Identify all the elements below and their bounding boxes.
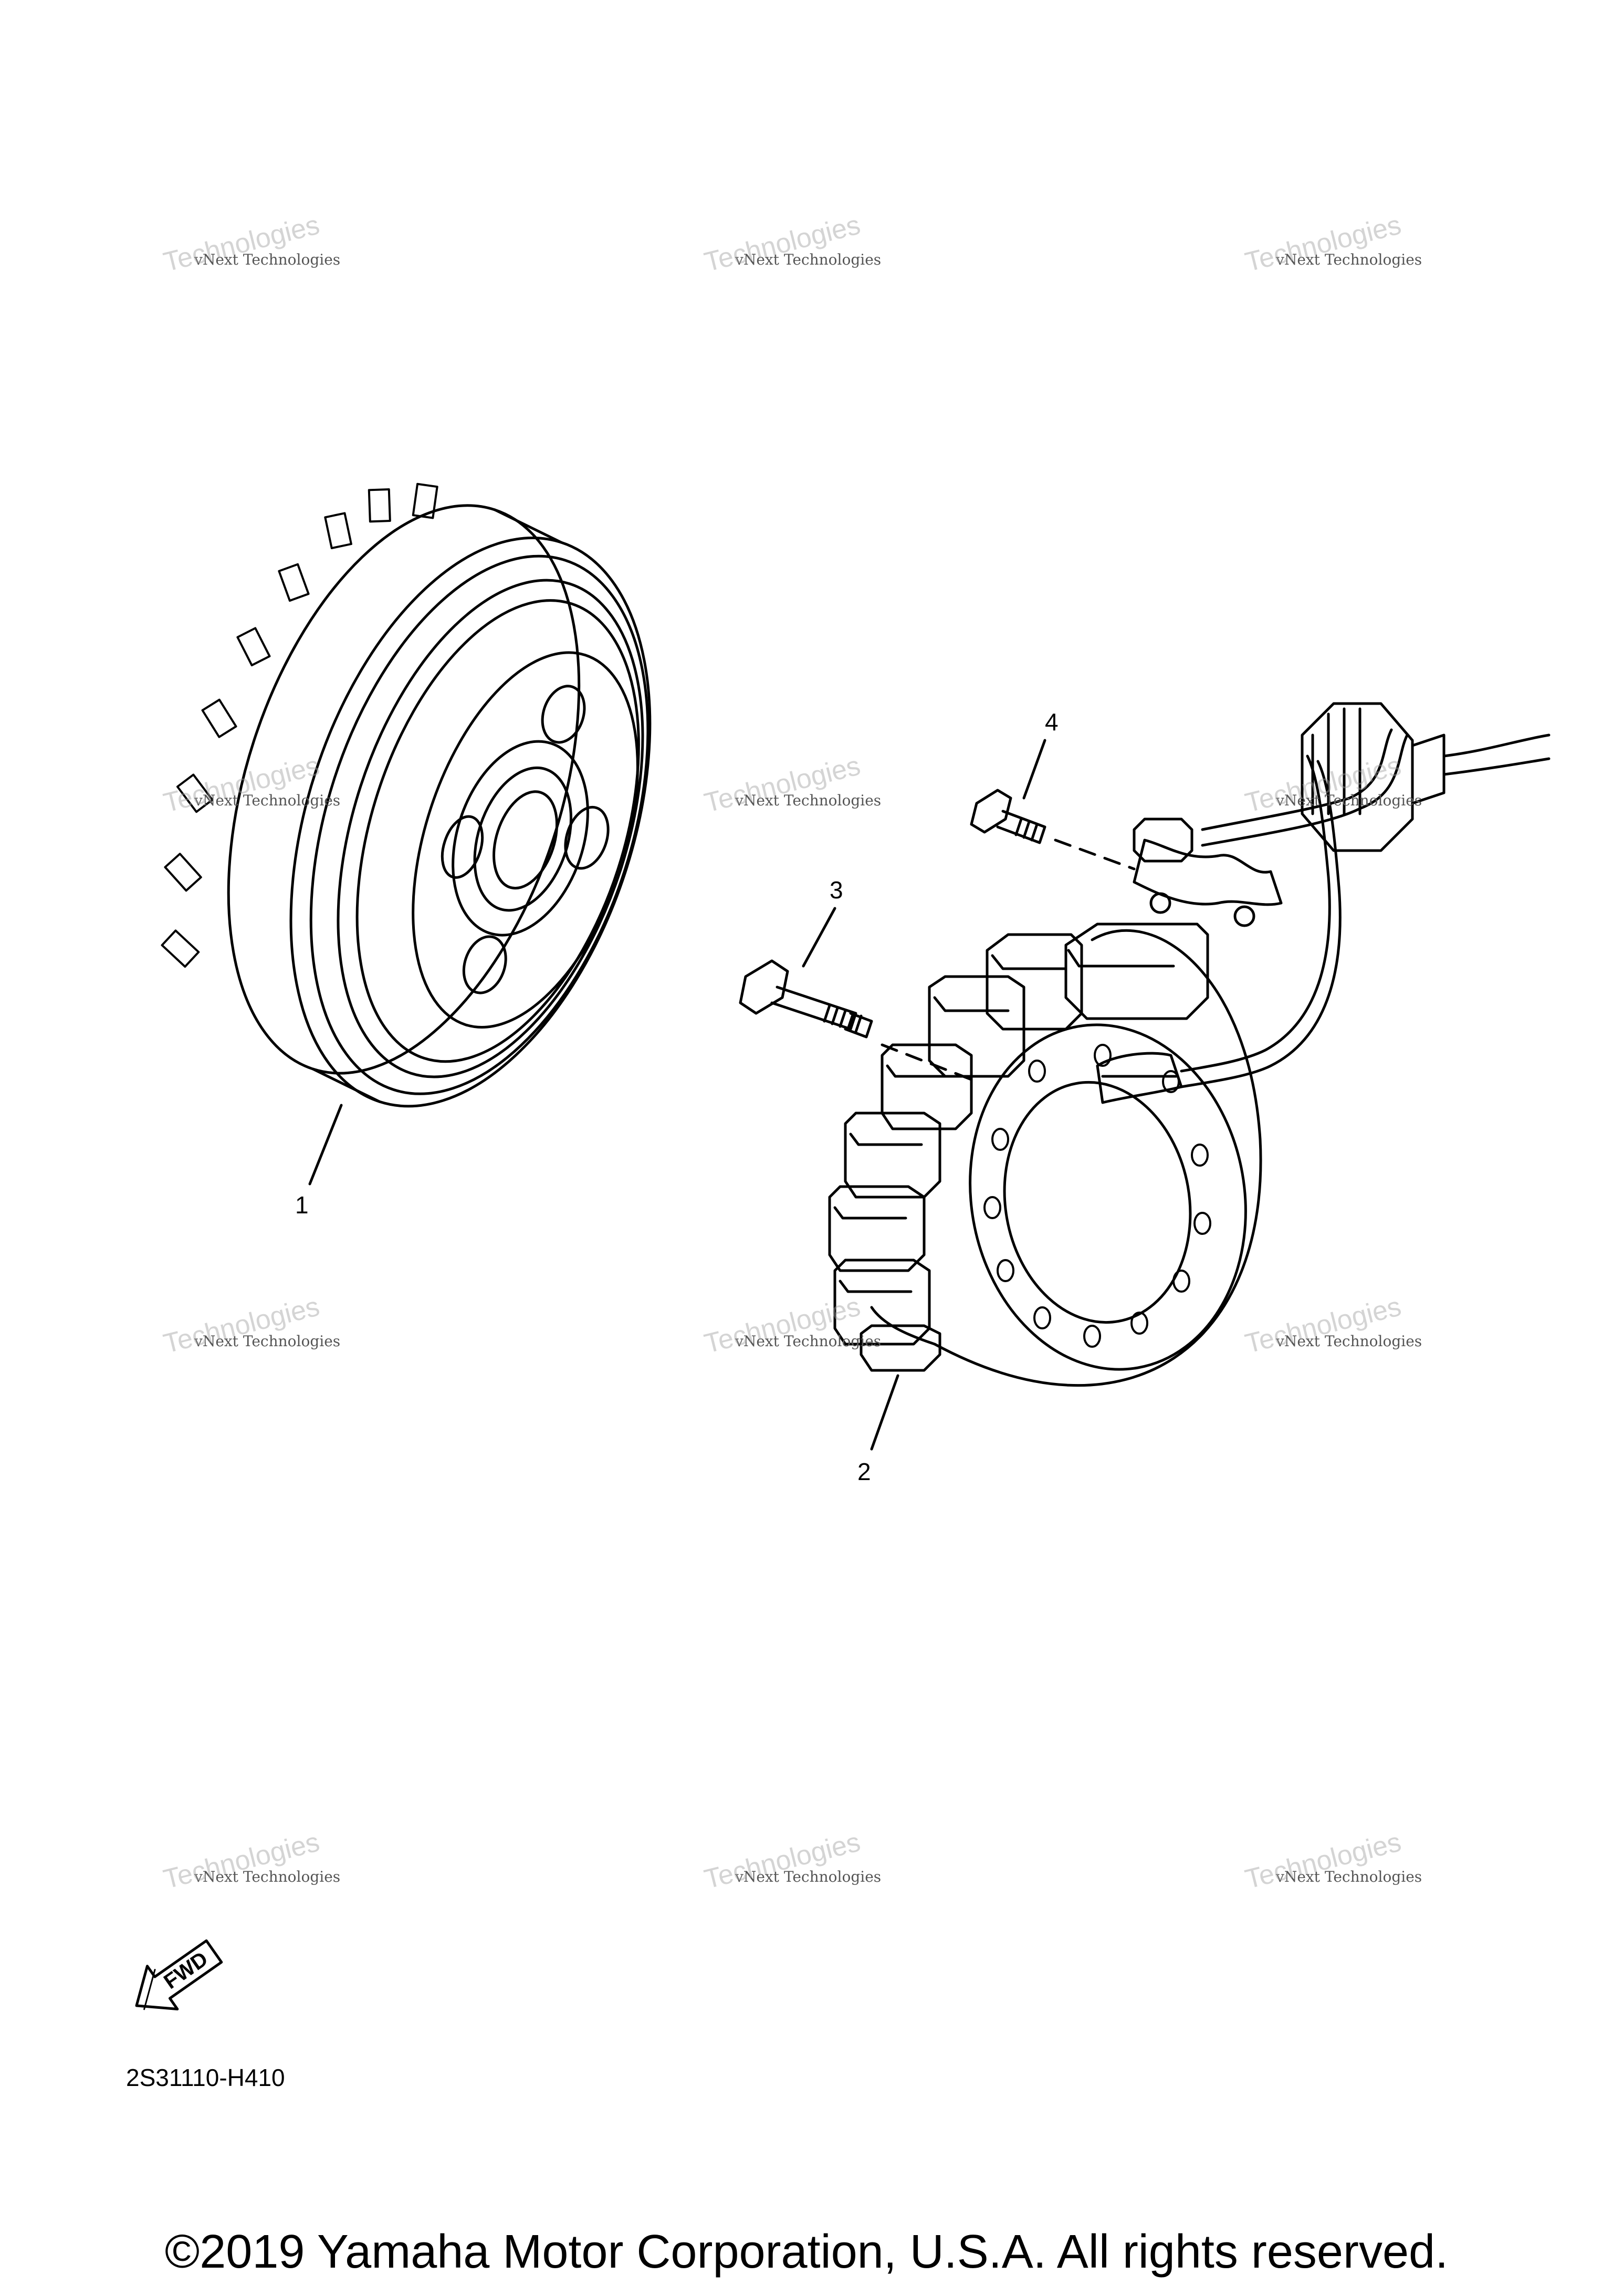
callout-3: 3 [830, 876, 843, 904]
callout-2: 2 [857, 1458, 871, 1485]
part-code: 2S31110-H410 [126, 2064, 285, 2091]
callout-4: 4 [1045, 708, 1059, 736]
leader-line-4 [1022, 739, 1046, 800]
copyright-notice: ©2019 Yamaha Motor Corporation, U.S.A. A… [164, 2226, 1449, 2278]
fwd-arrow-icon: FWD [135, 1939, 223, 2011]
callout-1: 1 [295, 1191, 309, 1219]
leader-line-1 [308, 1104, 343, 1186]
leader-line-2 [870, 1374, 899, 1451]
stator-bolt [739, 959, 978, 1083]
pickup-screw [970, 789, 1136, 871]
stator-assembly [828, 754, 1342, 1387]
leader-line-3 [802, 907, 836, 968]
rotor-flywheel [161, 483, 652, 1108]
pickup-coil-harness [1133, 702, 1551, 927]
